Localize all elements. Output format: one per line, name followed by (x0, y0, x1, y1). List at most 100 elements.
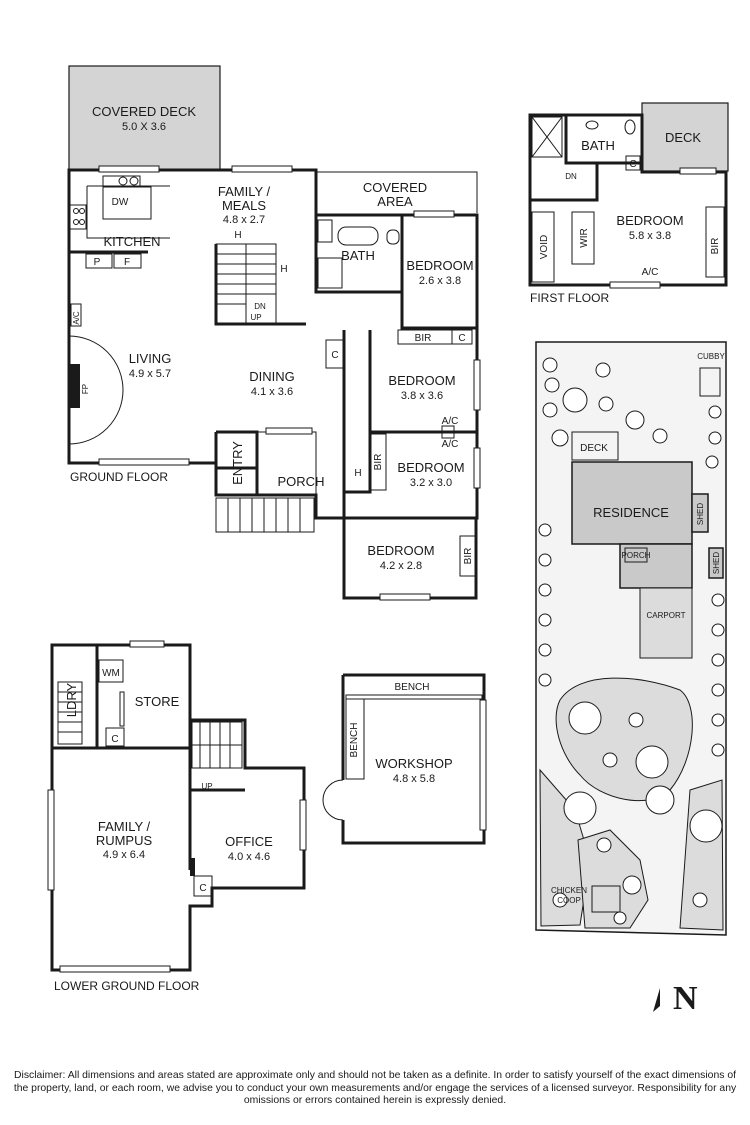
first-bedroom-label: BEDROOM (616, 213, 683, 228)
stair-down-label: DN (254, 302, 266, 311)
dining-label: DINING (249, 369, 295, 384)
first-floor-plan: BATH C DN DECK BEDROOM 5.8 x 3.8 VOID WI… (528, 102, 729, 305)
office-wall-unit (190, 858, 195, 876)
covered-deck-dim: 5.0 X 3.6 (122, 121, 166, 133)
sink-bowl-2 (129, 176, 139, 186)
ac-label-1: A/C (442, 416, 459, 427)
lower-inner-walls (52, 645, 245, 870)
window (679, 167, 717, 175)
covered-area-label-1: COVERED (363, 180, 427, 195)
window (299, 799, 307, 851)
front-steps (215, 497, 315, 533)
lower-cupboard-label: C (111, 734, 118, 745)
bir-label-3: BIR (463, 548, 474, 565)
window (479, 699, 487, 831)
burner-icon (79, 219, 85, 225)
bedroom-2-dim: 3.8 x 3.6 (401, 390, 443, 402)
bedroom-2-label: BEDROOM (388, 373, 455, 388)
carport (639, 587, 693, 659)
laundry-bench (57, 681, 83, 745)
wall-kitchen-counter (86, 185, 170, 239)
window (413, 210, 455, 218)
first-shower (531, 116, 563, 158)
dining-dim: 4.1 x 3.6 (251, 386, 293, 398)
fireplace (70, 364, 80, 408)
first-cupboard (625, 155, 641, 171)
lower-ground-floor-plan: WM LDRY STORE C UP FAMILY / RUMPUS 4.9 x… (47, 640, 307, 993)
wm-label: WM (102, 668, 120, 679)
window (231, 165, 293, 173)
lower-stair-up: UP (201, 782, 212, 791)
window (473, 359, 481, 411)
carport-label: CARPORT (647, 611, 686, 620)
covered-deck-label: COVERED DECK (92, 104, 196, 119)
office-dim: 4.0 x 4.6 (228, 851, 270, 863)
window (47, 789, 55, 891)
toilet (386, 229, 400, 245)
family-meals-label-1: FAMILY / (218, 184, 271, 199)
shower (317, 257, 343, 289)
office-cupboard (193, 875, 213, 897)
trees (538, 357, 725, 925)
family-rumpus-label-2: RUMPUS (96, 833, 153, 848)
stair-treads (216, 244, 276, 324)
living-label: LIVING (129, 351, 172, 366)
vanity (317, 219, 333, 243)
store-shelf (119, 691, 125, 727)
first-bath-walls (530, 115, 642, 202)
window (98, 458, 190, 466)
cooktop (69, 204, 87, 230)
family-rumpus-dim: 4.9 x 6.4 (103, 849, 145, 861)
ac-label-living: A/C (72, 311, 81, 325)
bedroom-1-dim: 2.6 x 3.8 (419, 275, 461, 287)
bedroom-4-label: BEDROOM (367, 543, 434, 558)
family-meals-label-2: MEALS (222, 198, 266, 213)
first-stair-dn: DN (565, 172, 577, 181)
heater-label-3: H (354, 468, 361, 479)
shower-x (531, 116, 563, 158)
bench-top (345, 694, 483, 700)
chicken-label-1: CHICKEN (551, 886, 587, 895)
cupboard-dining (325, 339, 345, 369)
ground-floor-label: GROUND FLOOR (70, 470, 168, 484)
window (473, 447, 481, 489)
residence-building (571, 461, 693, 545)
residence-label: RESIDENCE (593, 505, 669, 520)
bir-bedroom-3 (369, 433, 387, 491)
ac-label-2: A/C (442, 439, 459, 450)
bedroom-3-label: BEDROOM (397, 460, 464, 475)
bir-label-1: BIR (415, 333, 432, 344)
entry-label: ENTRY (230, 441, 245, 485)
workshop-plan: BENCH BENCH WORKSHOP 4.8 x 5.8 (322, 673, 487, 845)
site-porch-label: PORCH (622, 551, 651, 560)
family-rumpus-label-1: FAMILY / (98, 819, 151, 834)
disclaimer: Disclaimer: All dimensions and areas sta… (13, 1070, 737, 1107)
fridge (113, 253, 142, 269)
lower-cupboard (105, 727, 125, 747)
chicken-label-2: COOP (557, 896, 581, 905)
bedroom-4-dim: 4.2 x 2.8 (380, 560, 422, 572)
bench-side (345, 698, 365, 780)
north-label: N (673, 980, 698, 1017)
covered-area-outline (316, 171, 478, 213)
kitchen-label: KITCHEN (103, 234, 160, 249)
workshop-door (322, 779, 344, 821)
heater-label-2: H (280, 264, 287, 275)
first-deck (641, 102, 729, 172)
cubby-label: CUBBY (697, 352, 725, 361)
lower-floor-label: LOWER GROUND FLOOR (54, 979, 200, 993)
wall-stair (214, 244, 306, 326)
workshop-label: WORKSHOP (375, 756, 452, 771)
burner-icon (79, 208, 85, 214)
bath-ground-label: BATH (341, 248, 375, 263)
first-floor-label: FIRST FLOOR (530, 291, 609, 305)
first-cupboard-label: C (629, 159, 636, 170)
void-label: VOID (539, 235, 550, 259)
bath-walls (314, 215, 404, 294)
chicken-coop (591, 885, 621, 913)
first-bath-label: BATH (581, 138, 615, 153)
site-deck-label: DECK (580, 443, 608, 454)
void (531, 211, 555, 283)
cubby (699, 367, 721, 397)
